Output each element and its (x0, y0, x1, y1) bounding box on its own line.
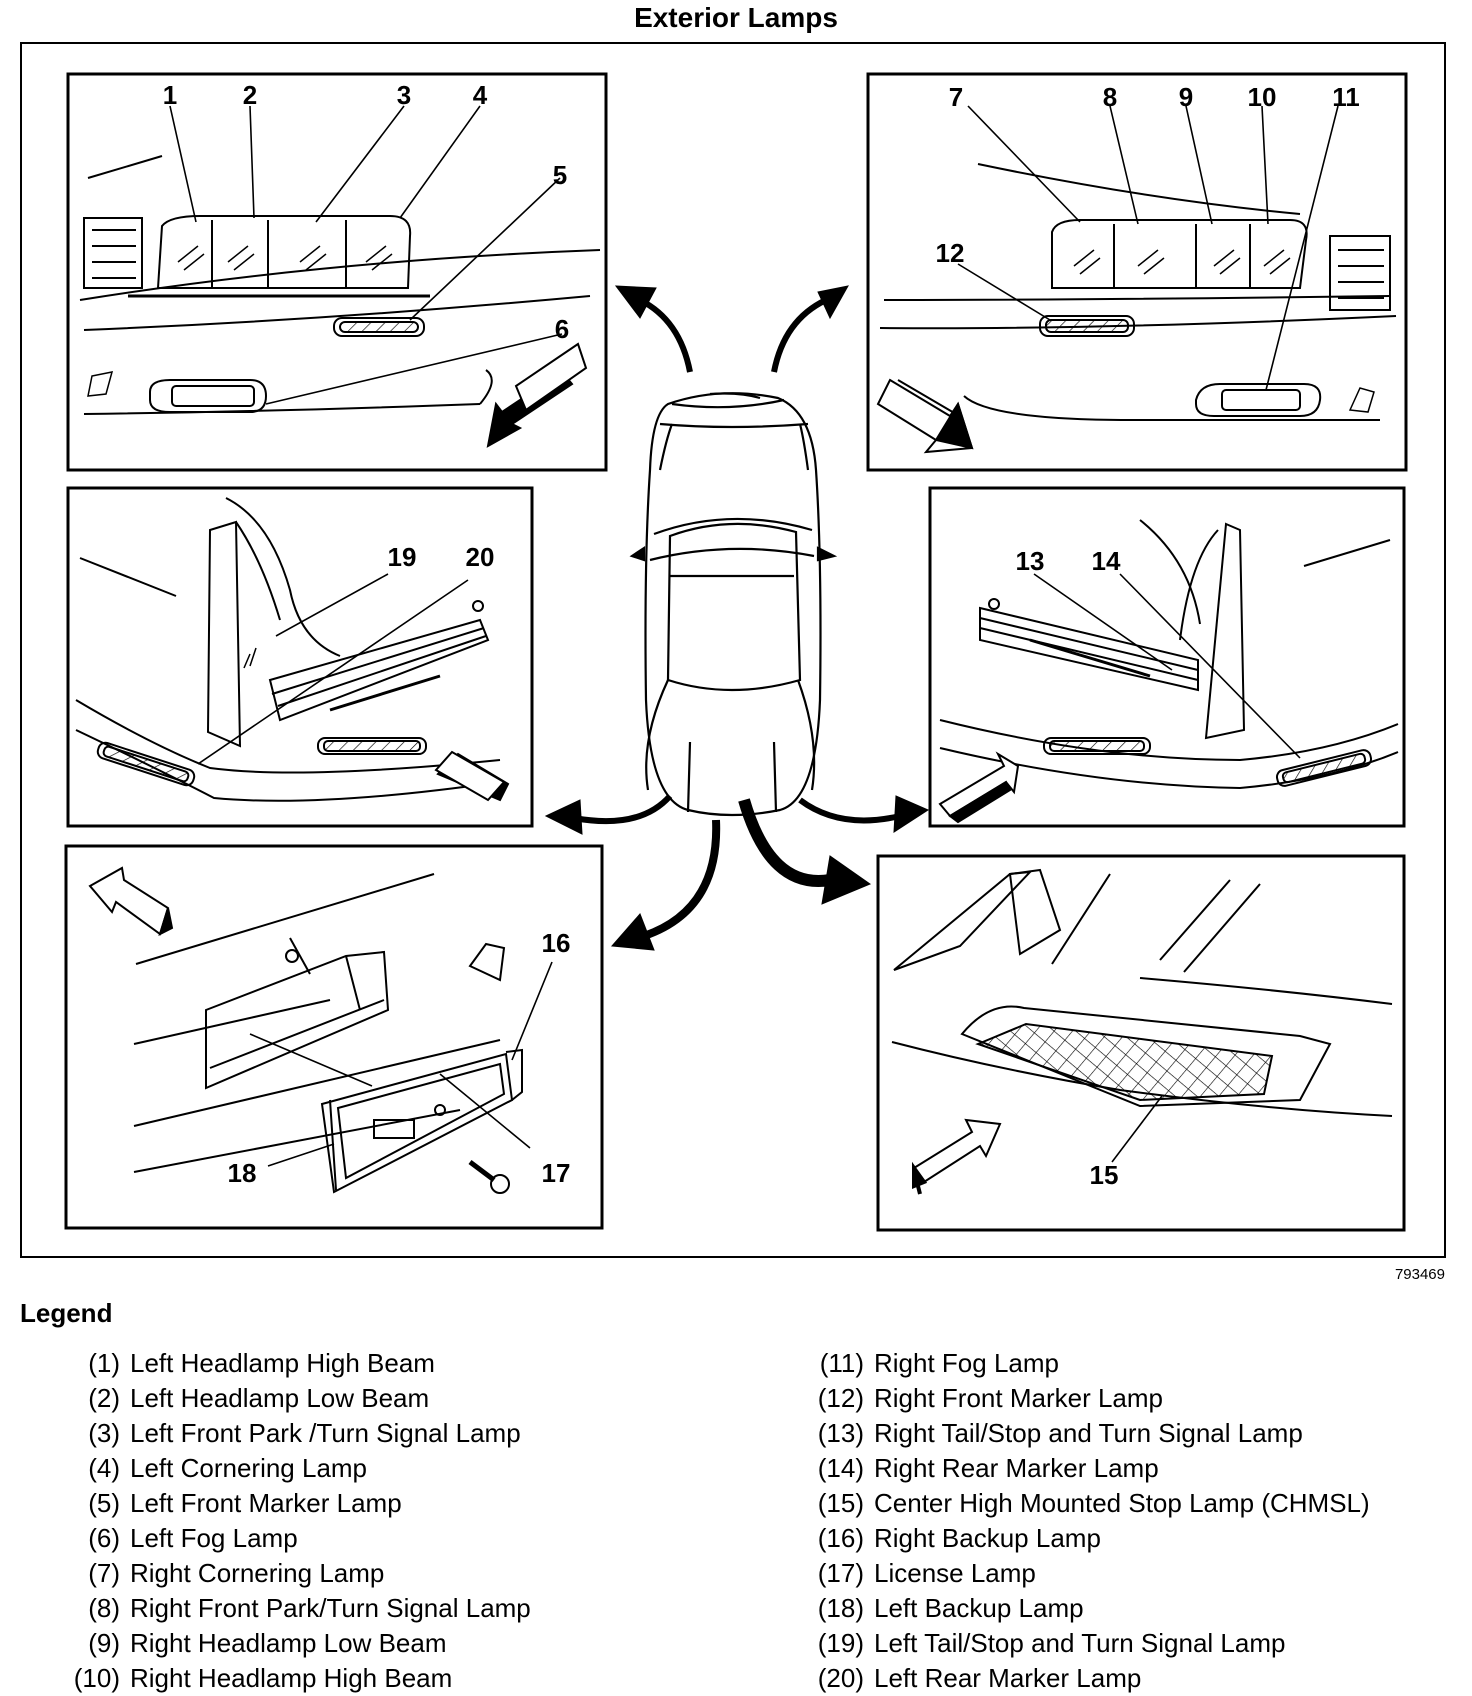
legend-label: Right Fog Lamp (874, 1348, 1059, 1378)
legend-label: Left Headlamp Low Beam (130, 1383, 430, 1413)
page-title: Exterior Lamps (634, 2, 838, 33)
legend-label: Right Headlamp Low Beam (130, 1628, 447, 1658)
exterior-lamps-diagram: 1 2 3 4 5 6 7 8 9 10 11 12 13 14 15 16 1… (64, 72, 1408, 1232)
callout-10: 10 (1248, 82, 1277, 112)
legend-item: (8) Right Front Park/Turn Signal Lamp (56, 1591, 531, 1626)
legend-label: Left Tail/Stop and Turn Signal Lamp (874, 1628, 1286, 1658)
callout-13: 13 (1016, 546, 1045, 576)
legend-number: (2) (88, 1383, 120, 1413)
callout-5: 5 (553, 160, 567, 190)
legend-item: (11) Right Fog Lamp (800, 1346, 1370, 1381)
legend-label: Right Tail/Stop and Turn Signal Lamp (874, 1418, 1303, 1448)
legend-item: (16) Right Backup Lamp (800, 1521, 1370, 1556)
legend-title: Legend (20, 1298, 113, 1328)
legend-number: (14) (817, 1453, 864, 1483)
legend-item: (9) Right Headlamp Low Beam (56, 1626, 531, 1661)
legend-item: (13) Right Tail/Stop and Turn Signal Lamp (800, 1416, 1370, 1451)
legend-number: (13) (817, 1418, 864, 1448)
callout-9: 9 (1179, 82, 1193, 112)
legend-item: (20) Left Rear Marker Lamp (800, 1661, 1370, 1696)
legend-number: (10) (73, 1663, 120, 1693)
callout-3: 3 (397, 80, 411, 110)
callout-14: 14 (1092, 546, 1121, 576)
legend-number: (8) (88, 1593, 120, 1623)
legend-label: Right Front Marker Lamp (874, 1383, 1163, 1413)
legend-number: (11) (819, 1348, 864, 1378)
legend-item: (18) Left Backup Lamp (800, 1591, 1370, 1626)
callout-1: 1 (163, 80, 177, 110)
callout-6: 6 (555, 314, 569, 344)
diagram-frame (20, 42, 1446, 1258)
legend-number: (5) (88, 1488, 120, 1518)
panel-chmsl (876, 854, 1406, 1232)
legend-number: (19) (817, 1628, 864, 1658)
legend-list-left: (1) Left Headlamp High Beam (2) Left Headl… (56, 1346, 531, 1696)
legend-number: (1) (88, 1348, 120, 1378)
legend-number: (12) (817, 1383, 864, 1413)
callout-16: 16 (542, 928, 571, 958)
legend-item: (10) Right Headlamp High Beam (56, 1661, 531, 1696)
legend-label: Left Backup Lamp (874, 1593, 1084, 1623)
legend-item: (19) Left Tail/Stop and Turn Signal Lamp (800, 1626, 1370, 1661)
legend-label: Left Cornering Lamp (130, 1453, 368, 1483)
callout-2: 2 (243, 80, 257, 110)
legend-label: Right Headlamp High Beam (130, 1663, 453, 1693)
callout-4: 4 (473, 80, 488, 110)
callout-12: 12 (936, 238, 965, 268)
car-top-view (629, 392, 838, 817)
callout-15: 15 (1090, 1160, 1119, 1190)
legend-list-right: (11) Right Fog Lamp (12) Right Front Marke… (800, 1346, 1370, 1696)
legend-number: (7) (88, 1558, 120, 1588)
legend-label: Left Rear Marker Lamp (874, 1663, 1142, 1693)
legend-number: (6) (88, 1523, 120, 1553)
callout-8: 8 (1103, 82, 1117, 112)
panel-rear-right (928, 486, 1406, 828)
legend-item: (1) Left Headlamp High Beam (56, 1346, 531, 1381)
legend-number: (20) (817, 1663, 864, 1693)
panel-rear-license (64, 844, 604, 1230)
panel-rear-left (66, 486, 534, 828)
legend-label: Left Front Park /Turn Signal Lamp (130, 1418, 521, 1448)
callout-20: 20 (466, 542, 495, 572)
legend-number: (3) (88, 1418, 120, 1448)
callout-17: 17 (542, 1158, 571, 1188)
legend-number: (9) (88, 1628, 120, 1658)
legend-number: (16) (817, 1523, 864, 1553)
legend-label: Right Cornering Lamp (130, 1558, 385, 1588)
legend-item: (5) Left Front Marker Lamp (56, 1486, 531, 1521)
legend-number: (17) (817, 1558, 864, 1588)
legend-number: (4) (88, 1453, 120, 1483)
legend-item: (6) Left Fog Lamp (56, 1521, 531, 1556)
legend-item: (2) Left Headlamp Low Beam (56, 1381, 531, 1416)
legend-item: (7) Right Cornering Lamp (56, 1556, 531, 1591)
legend-item: (4) Left Cornering Lamp (56, 1451, 531, 1486)
legend-label: Right Backup Lamp (874, 1523, 1101, 1553)
legend-label: Left Fog Lamp (130, 1523, 298, 1553)
pointer-arrows (544, 285, 930, 951)
panel-front-left (66, 72, 608, 472)
legend-number: (18) (817, 1593, 864, 1623)
legend-number: (15) (817, 1488, 864, 1518)
legend-item: (17) License Lamp (800, 1556, 1370, 1591)
callout-numbers: 1 2 3 4 5 6 7 8 9 10 11 12 13 14 15 16 1… (163, 80, 1360, 1190)
legend-item: (3) Left Front Park /Turn Signal Lamp (56, 1416, 531, 1451)
callout-18: 18 (228, 1158, 257, 1188)
figure-id: 793469 (1394, 1266, 1445, 1283)
legend-label: Right Rear Marker Lamp (874, 1453, 1159, 1483)
legend-label: Center High Mounted Stop Lamp (CHMSL) (874, 1488, 1370, 1518)
panel-front-right (866, 72, 1408, 472)
legend-item: (15) Center High Mounted Stop Lamp (CHMSL… (800, 1486, 1370, 1521)
legend-label: License Lamp (874, 1558, 1036, 1588)
callout-11: 11 (1332, 82, 1360, 112)
legend-label: Left Headlamp High Beam (130, 1348, 435, 1378)
legend-item: (14) Right Rear Marker Lamp (800, 1451, 1370, 1486)
callout-7: 7 (949, 82, 963, 112)
legend-label: Right Front Park/Turn Signal Lamp (130, 1593, 531, 1623)
legend-label: Left Front Marker Lamp (130, 1488, 402, 1518)
legend-item: (12) Right Front Marker Lamp (800, 1381, 1370, 1416)
callout-19: 19 (388, 542, 417, 572)
